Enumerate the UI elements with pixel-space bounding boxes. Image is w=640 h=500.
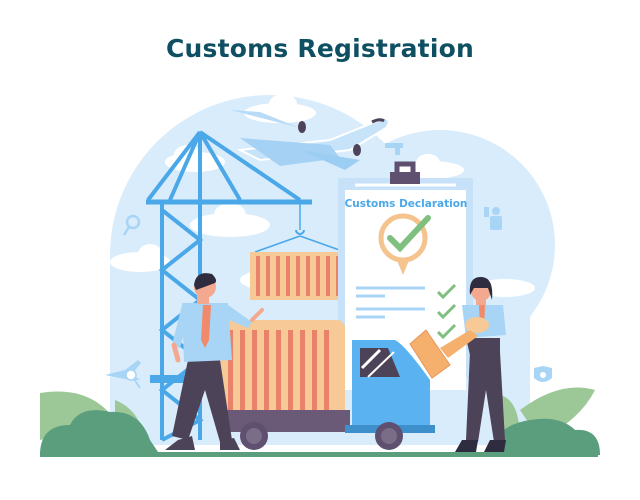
approval-stamp-icon bbox=[409, 317, 489, 379]
magnifier-icon bbox=[122, 214, 141, 236]
check-mark-pin-icon bbox=[378, 213, 431, 275]
pistol-icon bbox=[385, 143, 403, 155]
page-title: Customs Registration bbox=[166, 34, 474, 63]
plane-alert-icon bbox=[105, 360, 141, 389]
ground-line bbox=[40, 452, 598, 457]
document-lines bbox=[356, 286, 425, 319]
bush-icon-right bbox=[490, 387, 600, 455]
inspector-icon bbox=[484, 207, 502, 230]
customs-officer-female bbox=[409, 276, 506, 452]
customs-officer-male bbox=[165, 273, 264, 450]
delivery-truck-icon bbox=[220, 320, 435, 450]
airplane-icon bbox=[230, 110, 390, 170]
wheel-icon bbox=[240, 422, 403, 450]
officer-badge-icon bbox=[534, 366, 552, 382]
hanging-container-icon bbox=[250, 252, 345, 300]
bush-icon-left bbox=[40, 391, 160, 455]
document-title: Customs Declaration bbox=[345, 198, 468, 210]
checklist-checks bbox=[436, 283, 457, 340]
